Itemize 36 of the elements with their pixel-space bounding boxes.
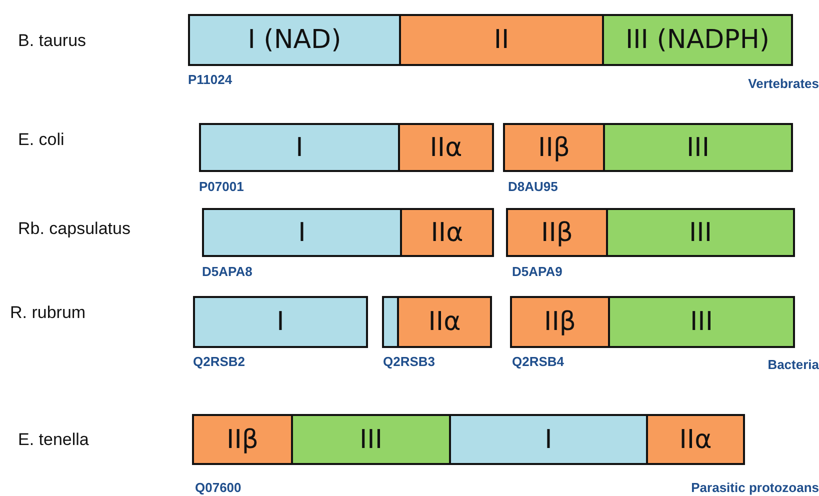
taxon-group-label: Parasitic protozoans (691, 480, 819, 495)
taxon-group-label: Vertebrates (748, 76, 819, 91)
species-name: E. coli (18, 130, 64, 150)
domain-segment: I (449, 414, 648, 465)
accession-code: Q2RSB2 (193, 354, 246, 369)
accession-code: Q2RSB3 (383, 354, 436, 369)
domain-segment: III (606, 208, 795, 257)
accession-code: D5APA9 (512, 264, 562, 279)
domain-segment: IIβ (503, 123, 605, 172)
species-name: B. taurus (18, 31, 86, 51)
species-name: E. tenella (18, 430, 89, 450)
domain-segment: I (199, 123, 400, 172)
taxon-group-label: Bacteria (768, 357, 819, 372)
domain-segment: I (202, 208, 402, 257)
domain-segment: IIα (397, 296, 492, 348)
species-name: Rb. capsulatus (18, 219, 130, 239)
domain-segment: II (399, 14, 604, 66)
accession-code: D5APA8 (202, 264, 252, 279)
accession-code: P11024 (188, 72, 232, 87)
domain-segment: IIα (400, 208, 494, 257)
domain-segment: IIβ (192, 414, 293, 465)
species-name: R. rubrum (10, 303, 86, 323)
domain-segment: IIα (646, 414, 745, 465)
domain-segment: III (603, 123, 793, 172)
domain-segment: I (NAD) (188, 14, 401, 66)
accession-code: Q2RSB4 (512, 354, 564, 369)
domain-segment: III (608, 296, 795, 348)
domain-segment: IIβ (510, 296, 610, 348)
accession-code: Q07600 (195, 480, 242, 495)
domain-segment: III (291, 414, 451, 465)
domain-segment: IIα (398, 123, 494, 172)
domain-segment: III (NADPH) (602, 14, 793, 66)
domain-segment: I (193, 296, 368, 348)
accession-code: D8AU95 (508, 179, 558, 194)
accession-code: P07001 (199, 179, 244, 194)
domain-segment: IIβ (506, 208, 608, 257)
